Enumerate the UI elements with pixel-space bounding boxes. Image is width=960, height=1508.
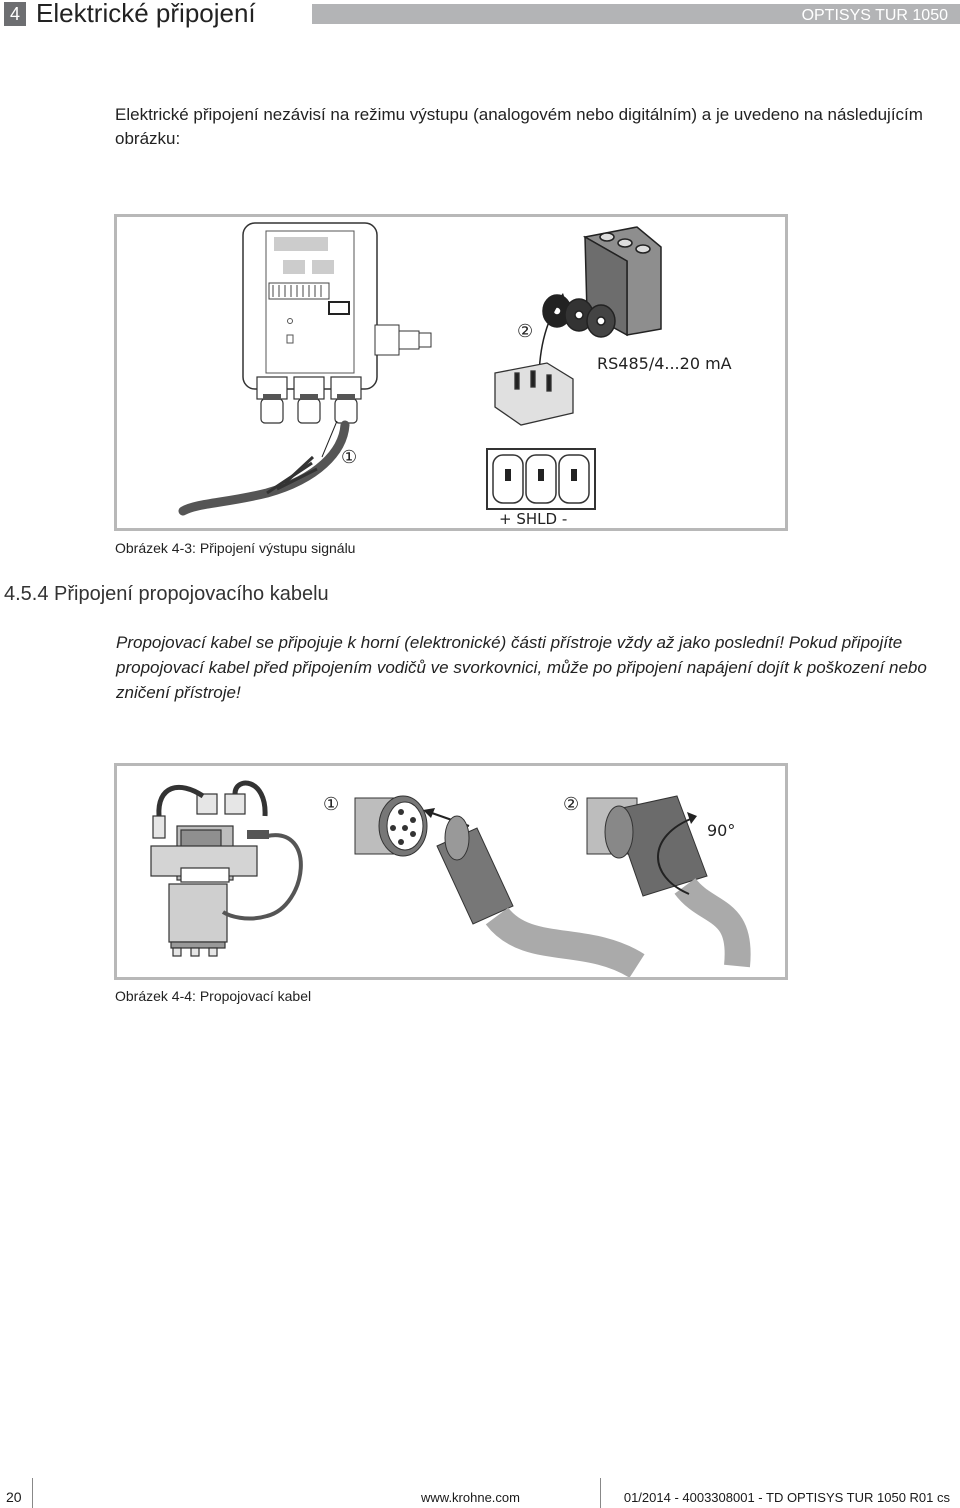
figure2-caption: Obrázek 4-4: Propojovací kabel: [115, 988, 312, 1004]
figure-interconnect-cable: ① ② 90°: [114, 763, 788, 980]
footer-divider: [32, 1478, 33, 1508]
figure-signal-output: ① ② RS485/4...20 mA + SHLD -: [114, 214, 788, 531]
figure1-caption: Obrázek 4-3: Připojení výstupu signálu: [115, 540, 356, 556]
section-title: 4.5.4 Připojení propojovacího kabelu: [4, 583, 329, 605]
warning-paragraph: Propojovací kabel se připojuje k horní (…: [116, 633, 927, 702]
chapter-number-badge: 4: [4, 2, 26, 26]
interconnect-cable-illustration: ① ② 90°: [150, 780, 751, 979]
callout-2: ②: [517, 321, 533, 342]
product-name: OPTISYS TUR 1050: [801, 7, 948, 24]
callout-2: ②: [563, 794, 579, 815]
footer-divider-2: [600, 1478, 601, 1508]
pin-label: + SHLD -: [499, 510, 567, 528]
page-number: 20: [6, 1489, 22, 1505]
angle-label: 90°: [707, 821, 735, 840]
signal-output-illustration: ① ② RS485/4...20 mA + SHLD -: [178, 222, 732, 528]
header-bar: OPTISYS TUR 1050: [312, 4, 960, 24]
page-header: 4 Elektrické připojení OPTISYS TUR 1050: [0, 0, 960, 28]
callout-1: ①: [323, 794, 339, 815]
intro-paragraph: Elektrické připojení nezávisí na režimu …: [115, 105, 923, 148]
footer-doc-ref: 01/2014 - 4003308001 - TD OPTISYS TUR 10…: [623, 1490, 950, 1505]
callout-1: ①: [341, 447, 357, 468]
footer-website: www.krohne.com: [421, 1490, 520, 1505]
connector-label: RS485/4...20 mA: [597, 354, 732, 373]
chapter-title: Elektrické připojení: [36, 0, 256, 28]
